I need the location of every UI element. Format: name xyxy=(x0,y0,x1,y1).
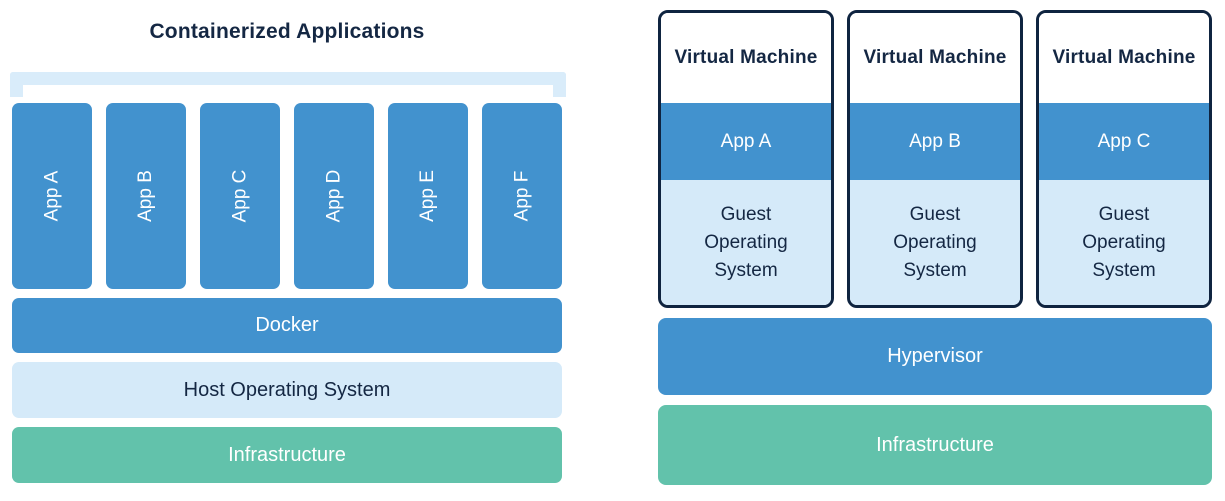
vm-guest-os-label: Guest Operating System xyxy=(893,203,977,281)
container-group-bracket xyxy=(10,72,566,97)
hypervisor-layer: Hypervisor xyxy=(658,318,1212,395)
vm-guest-os-layer: Guest Operating System xyxy=(661,180,831,305)
vm-app-layer: App C xyxy=(1039,103,1209,180)
app-column-label: App C xyxy=(229,169,250,223)
vm-app-layer: App B xyxy=(850,103,1020,180)
app-column-label: App F xyxy=(510,170,532,222)
app-column-f: App F xyxy=(482,103,562,289)
vm-guest-os-label: Guest Operating System xyxy=(1082,203,1166,281)
vm-row: Virtual Machine App A Guest Operating Sy… xyxy=(658,10,1212,308)
app-column-e: App E xyxy=(388,103,468,289)
app-column-c: App C xyxy=(200,103,280,289)
app-column-label: App E xyxy=(416,170,438,222)
vm-box-1: Virtual Machine App A Guest Operating Sy… xyxy=(658,10,834,308)
vm-guest-os-layer: Guest Operating System xyxy=(1039,180,1209,305)
containerized-applications-title: Containerized Applications xyxy=(149,20,425,43)
vm-guest-os-label: Guest Operating System xyxy=(704,203,788,281)
virtual-machines-group: Virtual Machine App A Guest Operating Sy… xyxy=(658,10,1212,501)
app-column-label: App A xyxy=(41,170,62,222)
vm-app-layer: App A xyxy=(661,103,831,180)
containerized-applications-group: Containerized Applications App A App B A… xyxy=(10,0,566,501)
app-columns: App A App B App C App D App E App F xyxy=(12,103,562,289)
app-column-label: App B xyxy=(134,170,156,222)
vm-title: Virtual Machine xyxy=(1039,13,1209,103)
vm-title: Virtual Machine xyxy=(850,13,1020,103)
app-column-d: App D xyxy=(294,103,374,289)
vm-title: Virtual Machine xyxy=(661,13,831,103)
infrastructure-layer-right: Infrastructure xyxy=(658,405,1212,485)
vm-box-3: Virtual Machine App C Guest Operating Sy… xyxy=(1036,10,1212,308)
docker-layer: Docker xyxy=(12,298,562,353)
app-column-label: App D xyxy=(323,169,344,223)
vm-box-2: Virtual Machine App B Guest Operating Sy… xyxy=(847,10,1023,308)
app-column-b: App B xyxy=(106,103,186,289)
app-column-a: App A xyxy=(12,103,92,289)
host-operating-system-layer: Host Operating System xyxy=(12,362,562,418)
infrastructure-layer-left: Infrastructure xyxy=(12,427,562,483)
vm-guest-os-layer: Guest Operating System xyxy=(850,180,1020,305)
